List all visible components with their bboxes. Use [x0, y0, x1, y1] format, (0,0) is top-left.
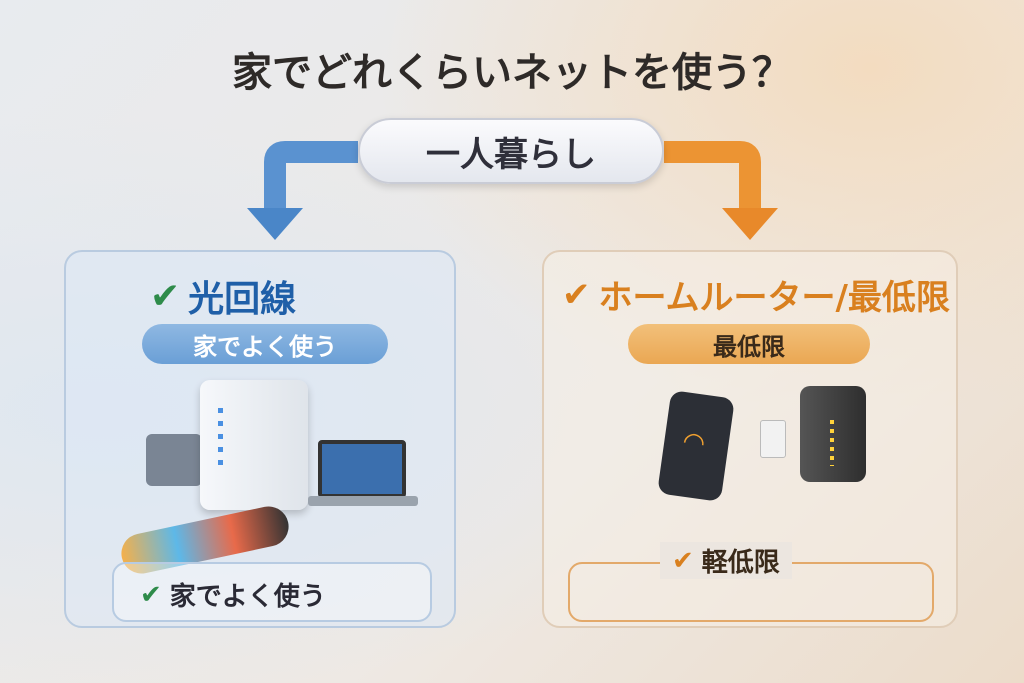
- home-router-chip: 最低限: [628, 324, 870, 364]
- check-icon: ✔: [672, 545, 694, 576]
- laptop-icon: [318, 440, 406, 498]
- phone-device-icon: [146, 434, 202, 486]
- home-router-device-icon: [800, 386, 866, 482]
- fiber-footer: ✔ 家でよく使う: [140, 576, 326, 613]
- router-icon: [200, 380, 308, 510]
- arrow-right-head: [722, 208, 778, 240]
- home-router-heading-text: ホームルーター/最低限: [598, 278, 950, 318]
- laptop-base: [308, 496, 418, 506]
- arrow-right: [664, 141, 761, 210]
- check-icon: ✔: [140, 579, 162, 610]
- arrow-left: [264, 141, 358, 210]
- page-title: 家でどれくらいネットを使う？: [232, 50, 792, 96]
- fiber-footer-text: 家でよく使う: [169, 582, 326, 612]
- fiber-heading: ✔ 光回線: [150, 270, 296, 322]
- home-router-footer-text: 軽低限: [701, 548, 780, 578]
- arrow-left-head: [247, 208, 303, 240]
- fiber-heading-text: 光回線: [188, 279, 297, 320]
- home-router-heading: ✔ ホームルーター/最低限: [562, 270, 950, 319]
- outlet-icon: [760, 420, 786, 458]
- start-node: 一人暮らし: [358, 118, 664, 184]
- fiber-footer-box: [112, 562, 432, 622]
- check-icon: ✔: [150, 275, 181, 317]
- check-icon: ✔: [562, 274, 591, 315]
- home-router-footer: ✔ 軽低限: [660, 542, 792, 579]
- fiber-chip: 家でよく使う: [142, 324, 388, 364]
